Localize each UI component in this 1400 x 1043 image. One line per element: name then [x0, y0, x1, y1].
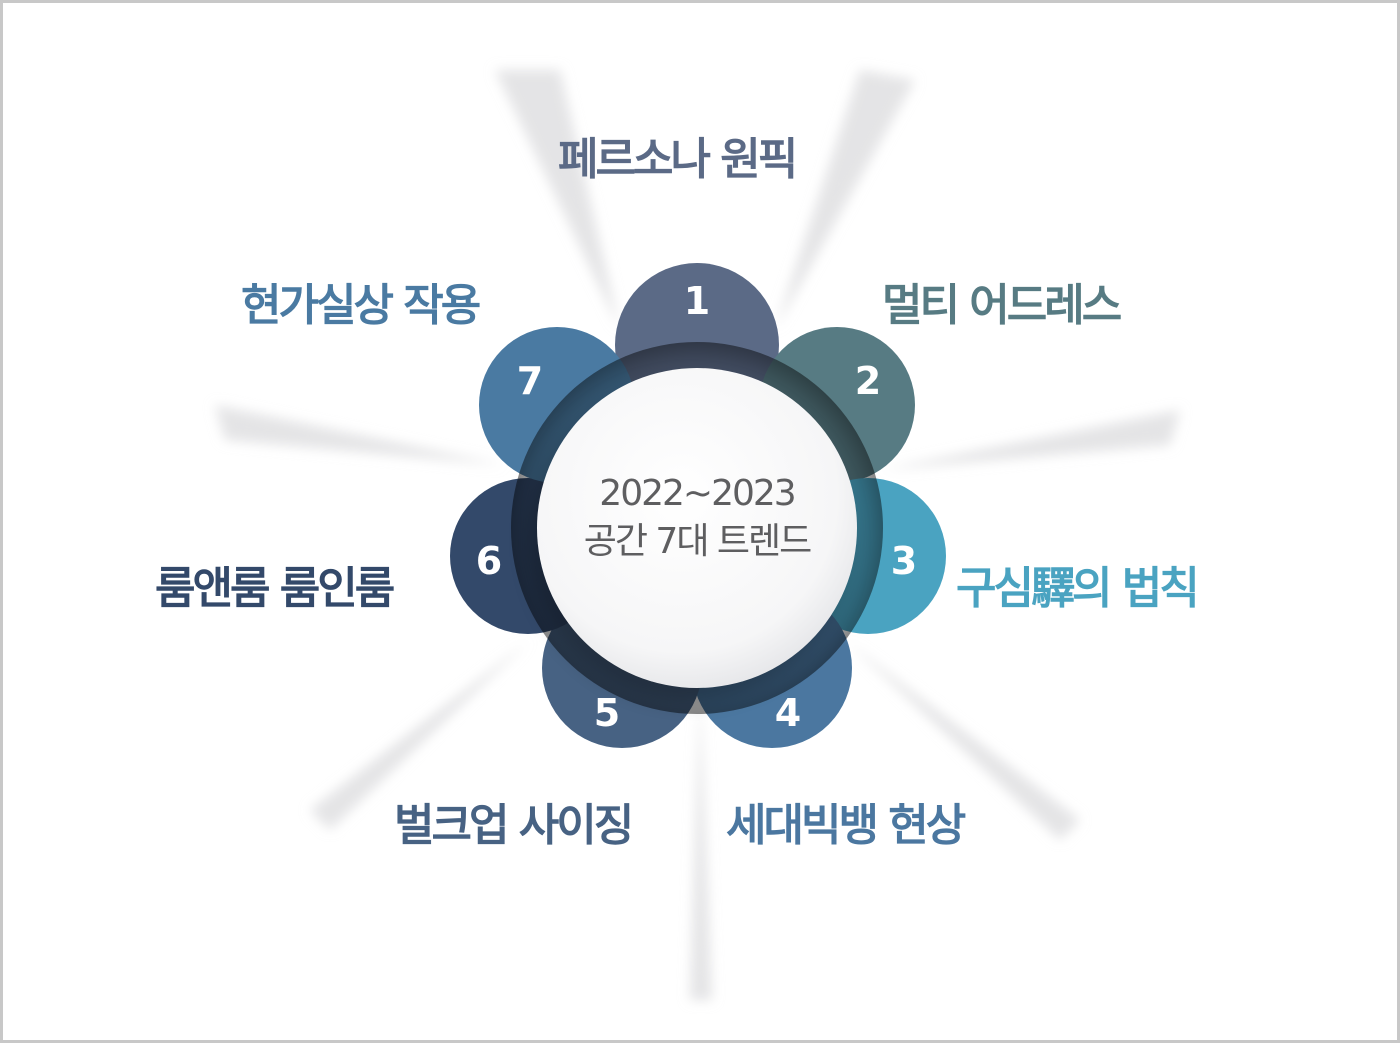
trend-label-2: 멀티 어드레스 — [882, 280, 1122, 331]
trend-label-5: 벌크업 사이징 — [394, 800, 634, 851]
petal-number-5: 5 — [593, 691, 621, 735]
trend-label-1: 페르소나 원픽 — [558, 134, 798, 185]
trend-label-4: 세대빅뱅 현상 — [726, 800, 966, 851]
center-title-subtitle: 공간 7대 트렌드 — [583, 521, 813, 562]
center-title-years: 2022~2023 — [599, 473, 796, 514]
petal-number-3: 3 — [890, 539, 918, 583]
trend-label-6: 룸앤룸 룸인룸 — [155, 563, 395, 614]
petal-number-4: 4 — [774, 691, 802, 735]
trend-label-3: 구심驛의 법칙 — [956, 563, 1200, 614]
center-title: 2022~2023 공간 7대 트렌드 — [537, 470, 857, 566]
center-circle — [537, 368, 857, 688]
separator-rays — [215, 70, 1180, 1000]
petal-number-6: 6 — [475, 539, 503, 583]
petal-number-7: 7 — [516, 359, 544, 403]
petal-number-1: 1 — [683, 279, 711, 323]
petal-number-2: 2 — [854, 359, 882, 403]
trend-label-7: 현가실상 작용 — [241, 280, 481, 331]
